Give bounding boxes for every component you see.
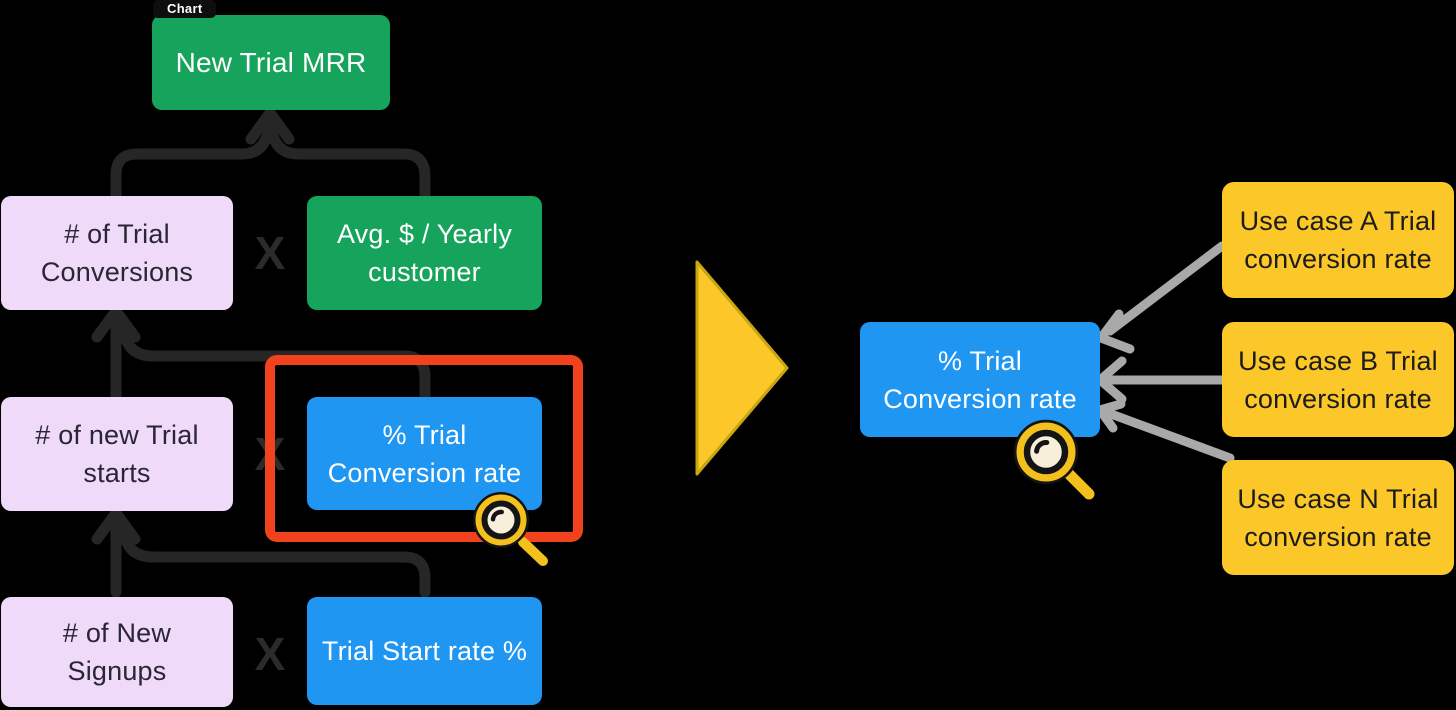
node-label: # of New [62, 618, 172, 648]
node-label: Conversion rate [327, 457, 522, 488]
node-label: Avg. $ / Yearly [336, 219, 513, 249]
node-label: % Trial [382, 419, 467, 450]
node-new-trial-starts: # of new Trial starts [1, 397, 233, 511]
node-label: Use case B Trial [1238, 345, 1438, 376]
node-use-case-n: Use case N Trial conversion rate [1222, 460, 1454, 575]
node-label: Use case A Trial [1239, 206, 1437, 236]
node-label: # of Trial [64, 219, 170, 249]
node-label: conversion rate [1244, 521, 1432, 552]
multiply-operator: X [254, 428, 286, 480]
node-trial-conversion-rate: % Trial Conversion rate [307, 397, 542, 510]
node-label: starts [83, 458, 151, 488]
node-label: Signups [67, 656, 167, 686]
node-new-signups: # of New Signups [1, 597, 233, 707]
node-label: conversion rate [1244, 244, 1432, 274]
chart-tag: Chart [153, 0, 217, 18]
node-new-trial-mrr: New Trial MRR [152, 15, 390, 110]
node-trial-start-rate: Trial Start rate % [307, 597, 542, 705]
node-avg-yearly-customer: Avg. $ / Yearly customer [307, 196, 542, 310]
node-trial-conversions: # of Trial Conversions [1, 196, 233, 310]
multiply-operator: X [254, 227, 286, 279]
node-label: Conversion rate [883, 383, 1077, 414]
node-use-case-a: Use case A Trial conversion rate [1222, 182, 1454, 298]
node-use-case-b: Use case B Trial conversion rate [1222, 322, 1454, 437]
node-label: Conversions [40, 257, 194, 287]
node-label: Use case N Trial [1237, 483, 1439, 514]
multiply-operator: X [254, 628, 286, 680]
node-label: New Trial MRR [175, 46, 367, 78]
node-label: % Trial [938, 345, 1022, 376]
node-label: conversion rate [1244, 383, 1432, 414]
node-label: # of new Trial [35, 420, 199, 450]
node-trial-conversion-rate-focus: % Trial Conversion rate [860, 322, 1100, 437]
node-label: Trial Start rate % [321, 636, 528, 666]
node-label: customer [368, 257, 481, 287]
